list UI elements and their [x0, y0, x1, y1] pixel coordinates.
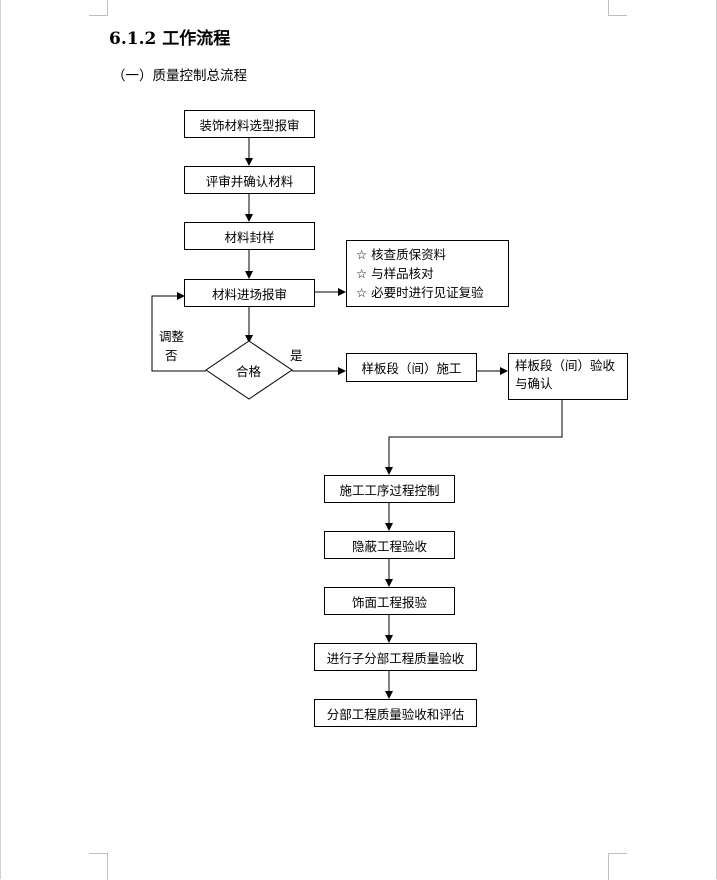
checks-box: ☆ 核查质保资料 ☆ 与样品核对 ☆ 必要时进行见证复验	[346, 240, 509, 307]
check-item-quality-docs: ☆ 核查质保资料	[356, 247, 447, 262]
corner-mark-top-left	[89, 0, 108, 16]
step-sample-acceptance: 样板段（间）验收 与确认	[508, 353, 628, 400]
sample-acceptance-line1: 样板段（间）验收	[515, 358, 616, 373]
step-material-entry: 材料进场报审	[184, 279, 315, 307]
step-material-selection: 装饰材料选型报审	[184, 110, 315, 138]
step-process-control: 施工工序过程控制	[324, 475, 455, 503]
decision-label: 合格	[236, 364, 262, 379]
step-subdivision-acceptance: 进行子分部工程质量验收	[314, 643, 477, 671]
page-left-edge	[0, 0, 1, 879]
step-review-confirm: 评审并确认材料	[184, 166, 315, 194]
step-sample-construction: 样板段（间）施工	[346, 353, 477, 382]
corner-mark-top-right	[608, 0, 627, 16]
connector-acceptance-to-process	[385, 400, 563, 475]
adjust-label: 调整	[159, 329, 185, 344]
corner-mark-bottom-left	[89, 853, 108, 880]
step-material-seal: 材料封样	[184, 222, 315, 250]
step-finish-inspection: 饰面工程报验	[324, 587, 455, 615]
yes-label: 是	[290, 348, 303, 363]
check-item-sample-compare: ☆ 与样品核对	[356, 266, 434, 281]
section-heading: 6.1.2 工作流程	[109, 29, 231, 49]
section-subheading: （一）质量控制总流程	[112, 68, 247, 84]
step-division-acceptance: 分部工程质量验收和评估	[314, 699, 477, 727]
loop-adjust-back	[151, 292, 206, 372]
sample-acceptance-line2: 与确认	[515, 376, 553, 391]
check-item-witness-retest: ☆ 必要时进行见证复验	[356, 285, 484, 300]
no-label: 否	[165, 348, 178, 363]
decision-diamond	[205, 340, 293, 400]
corner-mark-bottom-right	[608, 853, 627, 880]
step-hidden-acceptance: 隐蔽工程验收	[324, 531, 455, 559]
